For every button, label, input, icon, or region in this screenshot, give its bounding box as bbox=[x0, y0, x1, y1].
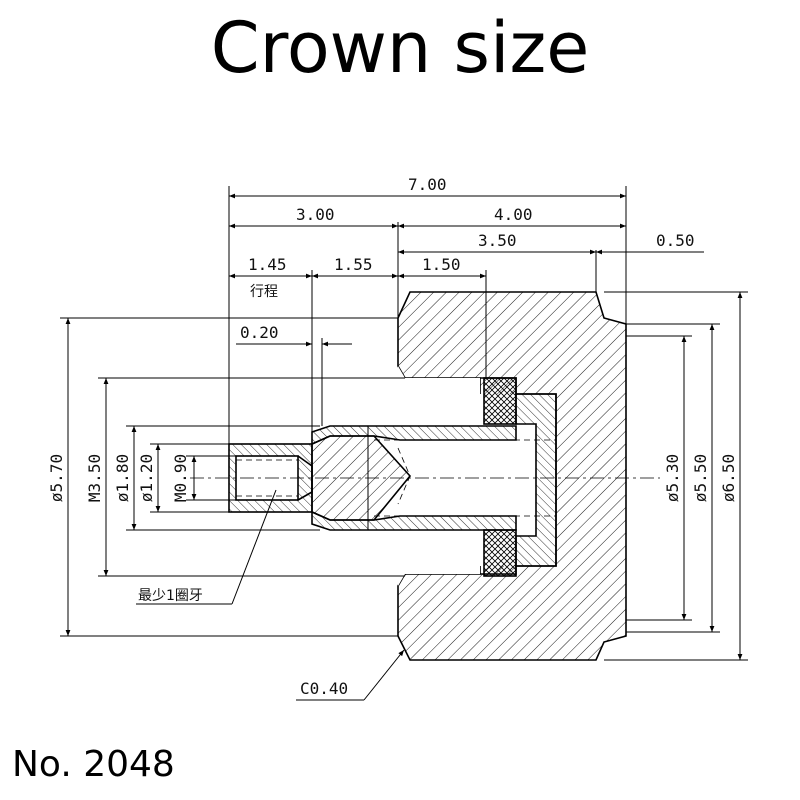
dim-bore-length: 1.50 bbox=[422, 255, 461, 274]
stem-tube bbox=[311, 425, 556, 531]
dim-travel-length: 1.45 bbox=[248, 255, 287, 274]
leader-chamfer bbox=[296, 649, 405, 701]
vertical-dimensions-right bbox=[681, 292, 743, 660]
dim-dia-1-80: ø1.80 bbox=[113, 454, 132, 502]
dim-total-length: 7.00 bbox=[408, 175, 447, 194]
dim-m3-50: M3.50 bbox=[85, 454, 104, 502]
model-number: No. 2048 bbox=[12, 744, 175, 785]
dim-m0-90: M0.90 bbox=[171, 454, 190, 502]
note-chamfer: C0.40 bbox=[300, 679, 348, 698]
label-travel: 行程 bbox=[250, 284, 278, 300]
page-title: Crown size bbox=[210, 7, 590, 89]
dim-inner-length: 3.50 bbox=[478, 231, 517, 250]
dim-right-length: 4.00 bbox=[494, 205, 533, 224]
note-min-thread: 最少1圈牙 bbox=[138, 588, 203, 604]
gasket-upper bbox=[483, 377, 517, 425]
crown-body bbox=[397, 291, 627, 661]
gasket-lower bbox=[483, 529, 517, 577]
vertical-dimensions-left bbox=[65, 318, 197, 636]
dim-step-length: 0.50 bbox=[656, 231, 695, 250]
dim-dia-5-30: ø5.30 bbox=[663, 454, 682, 502]
dim-dia-1-20: ø1.20 bbox=[137, 454, 156, 502]
horizontal-dimensions bbox=[229, 193, 704, 347]
dim-left-length: 3.00 bbox=[296, 205, 335, 224]
dim-dia-6-50: ø6.50 bbox=[719, 454, 738, 502]
extension-lines bbox=[60, 186, 748, 661]
dim-gap: 0.20 bbox=[240, 323, 279, 342]
dim-dia-5-50: ø5.50 bbox=[691, 454, 710, 502]
dim-dia-5-70: ø5.70 bbox=[47, 454, 66, 502]
dim-mid-length: 1.55 bbox=[334, 255, 373, 274]
leader-thread-note bbox=[136, 489, 277, 605]
